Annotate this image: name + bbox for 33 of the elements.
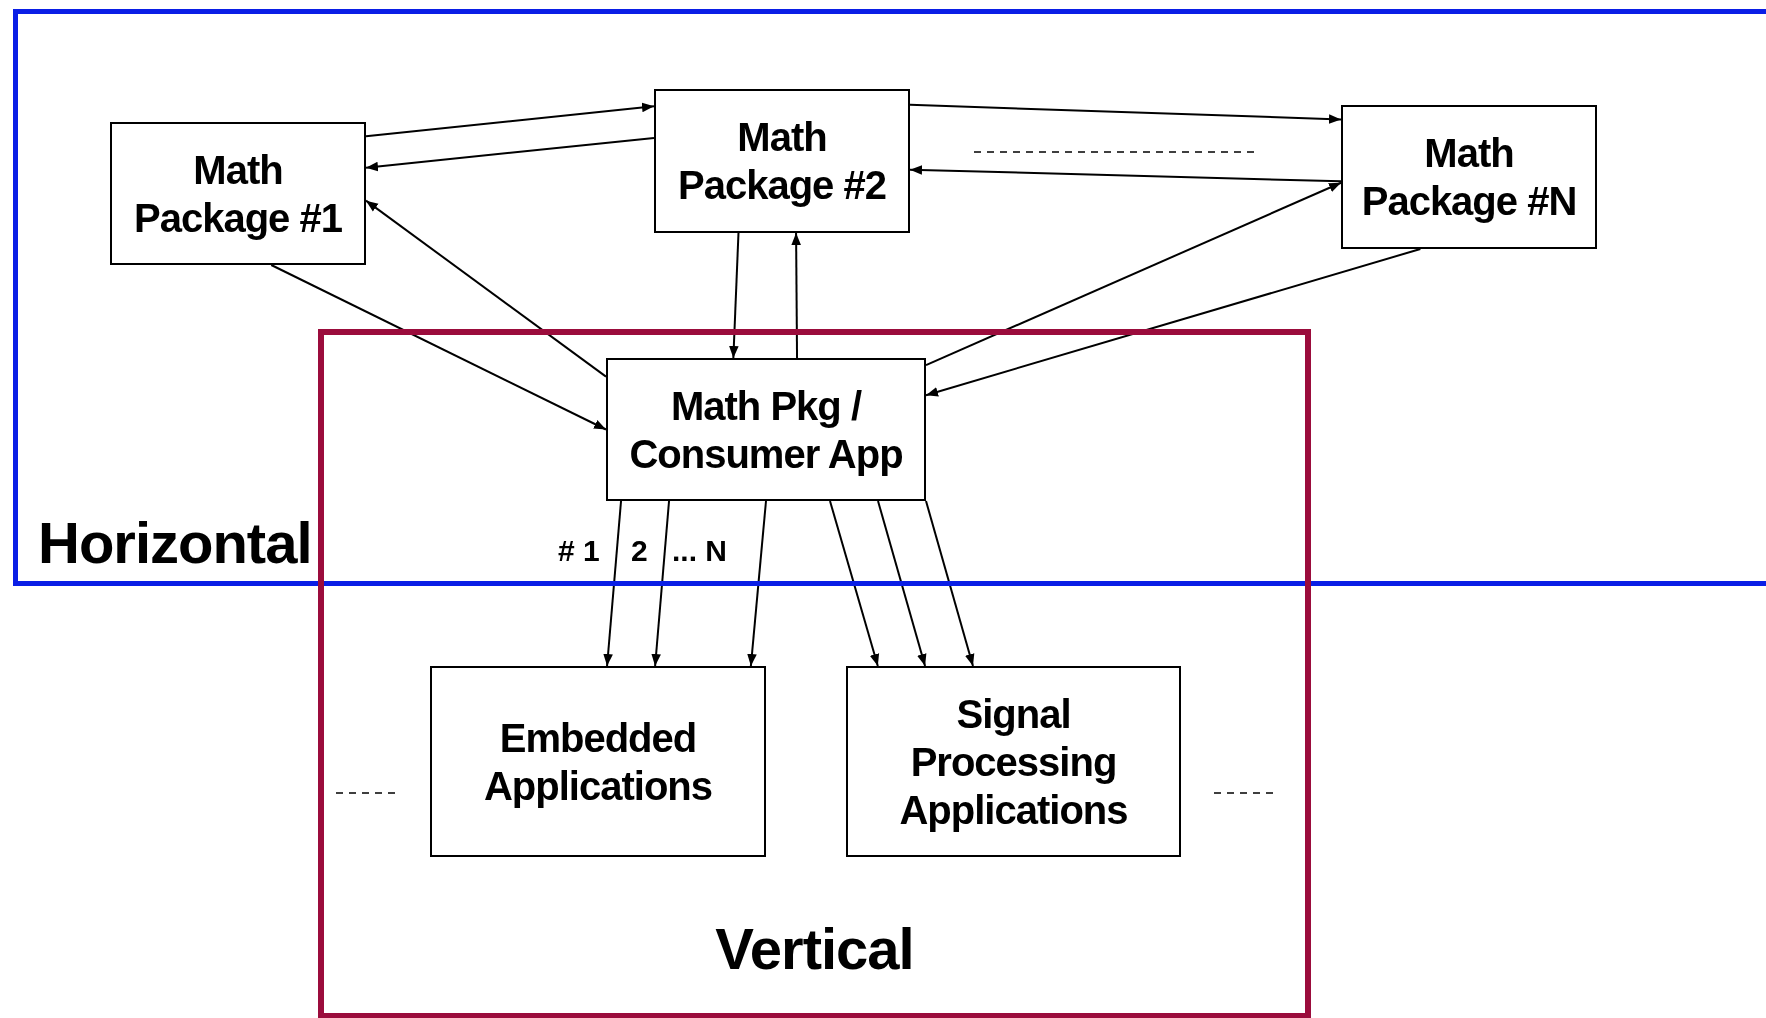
arrow bbox=[909, 103, 1342, 124]
package-box bbox=[430, 666, 766, 857]
arrow bbox=[877, 500, 927, 667]
arrow bbox=[365, 102, 655, 138]
package-box bbox=[846, 666, 1181, 857]
arrow bbox=[365, 199, 607, 378]
arrow bbox=[729, 232, 740, 359]
arrow bbox=[925, 248, 1422, 397]
arrow bbox=[270, 264, 607, 431]
package-box bbox=[654, 89, 910, 233]
box-label: Math Package #1 bbox=[133, 146, 343, 242]
arrow bbox=[909, 165, 1342, 183]
region-title: Horizontal bbox=[38, 509, 312, 576]
package-box bbox=[1341, 105, 1597, 249]
arrow-label: # 1 bbox=[558, 534, 600, 568]
package-box bbox=[110, 122, 366, 265]
arrow bbox=[365, 136, 655, 172]
arrow-label: 2 bbox=[631, 534, 648, 568]
arrow bbox=[925, 500, 975, 667]
arrow bbox=[925, 181, 1342, 367]
arrow bbox=[651, 500, 671, 667]
arrow bbox=[603, 500, 623, 667]
box-label: Signal Processing Applications bbox=[898, 690, 1129, 834]
package-box bbox=[606, 358, 926, 501]
box-label: Math Pkg / Consumer App bbox=[628, 382, 904, 478]
arrow bbox=[791, 232, 801, 359]
arrow bbox=[829, 500, 880, 667]
box-label: Embedded Applications bbox=[483, 714, 713, 810]
arrow-label: ... N bbox=[672, 534, 727, 568]
arrow bbox=[747, 500, 767, 667]
box-label: Math Package #N bbox=[1360, 130, 1578, 225]
region-title: Vertical bbox=[715, 915, 914, 982]
box-label: Math Package #2 bbox=[677, 114, 887, 209]
